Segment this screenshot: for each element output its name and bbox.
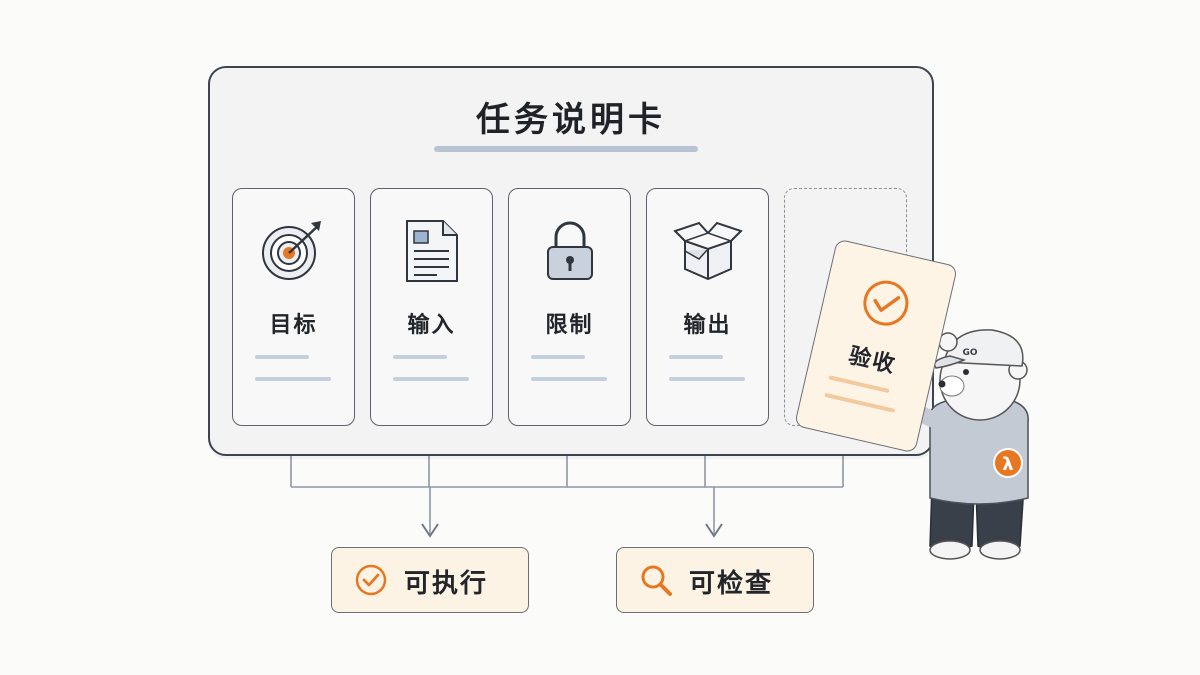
placeholder-line	[824, 392, 896, 413]
box-icon	[673, 221, 743, 281]
placeholder-line	[669, 355, 723, 359]
board-title: 任务说明卡	[476, 100, 666, 140]
check-circle-icon	[355, 564, 387, 596]
placeholder-line	[255, 355, 309, 359]
magnifier-icon	[641, 565, 672, 596]
card-label: 限制	[545, 313, 594, 338]
outcome-label: 可执行	[404, 569, 489, 599]
bear-mascot-icon: λ GO	[895, 329, 1029, 560]
card-label: 输入	[407, 313, 456, 338]
placeholder-line	[531, 355, 585, 359]
arrow-down-icon	[705, 523, 723, 538]
document-icon	[406, 220, 458, 282]
outcome-label: 可检查	[689, 569, 774, 599]
card-label: 输出	[683, 313, 732, 338]
arrow-down-icon	[421, 523, 439, 538]
card-input: 输入	[370, 188, 493, 426]
card-label: 目标	[269, 313, 318, 338]
cap-text: GO	[962, 348, 977, 358]
card-constraints: 限制	[508, 188, 631, 426]
placeholder-line	[393, 355, 447, 359]
card-goal: 目标	[232, 188, 355, 426]
outcome-checkable: 可检查	[616, 547, 814, 613]
outcome-executable: 可执行	[331, 547, 529, 613]
shirt-symbol: λ	[1002, 454, 1013, 475]
check-circle-icon	[863, 280, 909, 326]
placeholder-line	[669, 377, 745, 381]
lock-icon	[547, 221, 593, 280]
target-icon	[262, 221, 321, 280]
placeholder-line	[255, 377, 331, 381]
placeholder-line	[531, 377, 607, 381]
placeholder-line	[393, 377, 469, 381]
title-underline	[434, 146, 698, 152]
card-output: 输出	[646, 188, 769, 426]
placeholder-line	[828, 375, 890, 394]
acceptance-card: 验收	[793, 238, 959, 454]
